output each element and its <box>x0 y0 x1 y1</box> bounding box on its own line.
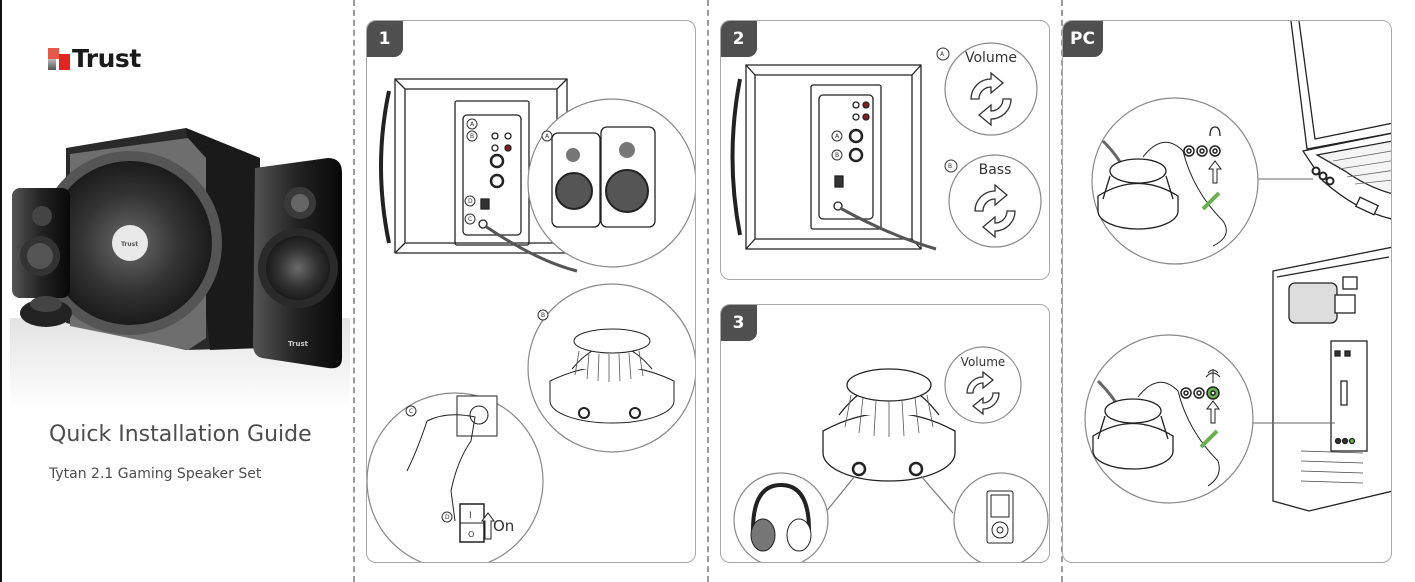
right-satellite-image: Trust <box>253 158 342 369</box>
step-2-illustration: A B A Volume B Bass <box>730 42 1042 251</box>
desktop-connection-zoom <box>1084 334 1254 504</box>
green-plug <box>1201 191 1221 211</box>
svg-text:C: C <box>409 408 413 415</box>
headphones-icon <box>733 472 829 562</box>
product-photo: Trust Trust <box>10 128 350 410</box>
svg-text:A: A <box>835 133 840 140</box>
step-3-panel: 3 Volume <box>720 304 1050 563</box>
bass-dial: B Bass <box>944 154 1042 248</box>
svg-text:B: B <box>948 163 952 170</box>
headphone-jack-icon <box>1209 126 1221 137</box>
page-edge-line <box>0 0 2 582</box>
svg-text:On: On <box>493 517 514 535</box>
control-pod-icon <box>822 368 956 482</box>
line-out-jack-icon <box>1205 369 1221 383</box>
step-2-panel: 2 A B A Volume <box>720 20 1050 280</box>
audio-jacks <box>1180 386 1220 400</box>
svg-text:B: B <box>541 312 545 319</box>
subwoofer-image: Trust <box>38 128 260 350</box>
volume-label: Volume <box>961 355 1006 369</box>
rotate-icon <box>966 370 1000 416</box>
subwoofer-back-icon <box>730 64 937 251</box>
mp3-player-icon <box>953 472 1049 562</box>
pc-panel: PC <box>1062 20 1392 563</box>
svg-text:A: A <box>470 121 475 128</box>
trust-logo: Trust <box>48 44 141 73</box>
step-badge: PC <box>1063 21 1103 57</box>
svg-text:Trust: Trust <box>121 241 138 248</box>
subwoofer-back-icon <box>379 78 578 273</box>
svg-text:A: A <box>940 51 945 58</box>
product-name: Tytan 2.1 Gaming Speaker Set <box>49 466 262 482</box>
step-badge: 2 <box>721 21 757 57</box>
guide-title: Quick Installation Guide <box>49 422 312 447</box>
cover-panel: Trust Trust <box>2 0 352 582</box>
step-3-illustration: Volume <box>733 346 1049 562</box>
control-pod-icon <box>1092 398 1174 470</box>
rotate-icon <box>974 183 1016 239</box>
rotate-icon <box>970 71 1012 127</box>
audio-jacks <box>1183 145 1221 157</box>
laptop-connection-zoom <box>1091 97 1259 265</box>
volume-dial: Volume <box>944 346 1022 424</box>
svg-text:B: B <box>470 133 474 140</box>
trust-logo-icon <box>48 47 70 70</box>
desktop-tower-icon <box>1272 246 1391 512</box>
step-badge: 1 <box>367 21 403 57</box>
step-1-panel: 1 A B D C <box>366 20 696 563</box>
laptop-icon <box>1290 21 1391 220</box>
fold-divider-2 <box>707 0 709 582</box>
bass-label: Bass <box>979 162 1012 178</box>
power-plug-icon: C <box>367 392 544 562</box>
svg-text:B: B <box>835 152 839 159</box>
pc-illustration <box>1084 21 1391 512</box>
svg-text:D: D <box>445 514 450 521</box>
green-plug <box>1199 429 1219 449</box>
control-pod-icon: B <box>527 283 695 453</box>
left-satellite-image <box>12 188 70 298</box>
svg-text:A: A <box>545 133 550 140</box>
svg-text:O: O <box>468 530 474 539</box>
svg-text:C: C <box>468 216 472 223</box>
step-1-illustration: A B D C A B <box>367 78 695 562</box>
control-pod-icon <box>1097 158 1179 230</box>
control-pod-image <box>20 296 72 327</box>
fold-divider-1 <box>353 0 355 582</box>
callout-labels: A B D C <box>464 118 478 225</box>
up-arrow-icon <box>1206 400 1220 424</box>
volume-label: Volume <box>965 50 1017 66</box>
power-switch-icon: D I O On <box>441 503 514 543</box>
brand-name: Trust <box>72 44 141 73</box>
svg-text:D: D <box>468 198 473 205</box>
satellite-speakers-icon: A <box>527 98 695 268</box>
volume-dial: A Volume <box>936 42 1038 136</box>
svg-text:I: I <box>469 511 472 521</box>
step-badge: 3 <box>721 305 757 341</box>
svg-text:Trust: Trust <box>288 340 309 348</box>
up-arrow-icon <box>1208 160 1222 184</box>
